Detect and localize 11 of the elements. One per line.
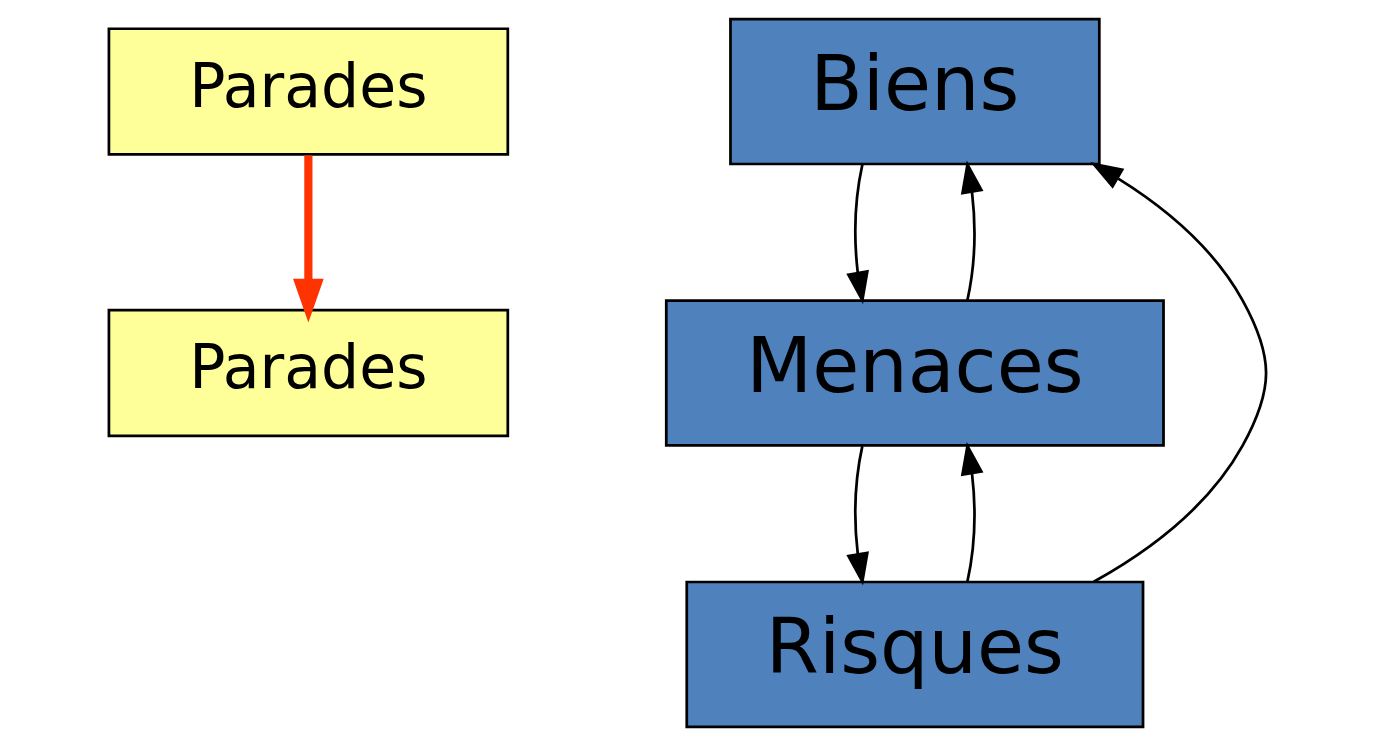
node-box: Biens	[729, 17, 1101, 166]
arrow	[293, 155, 324, 323]
arrow	[960, 160, 984, 301]
arrow	[846, 164, 869, 305]
node-box: Menaces	[664, 299, 1165, 447]
arrow	[1090, 162, 1268, 583]
node-box: Parades	[107, 27, 510, 156]
node-box: Risques	[685, 580, 1145, 729]
arrow	[960, 442, 984, 582]
node-box: Parades	[107, 308, 510, 438]
arrow	[846, 445, 869, 586]
